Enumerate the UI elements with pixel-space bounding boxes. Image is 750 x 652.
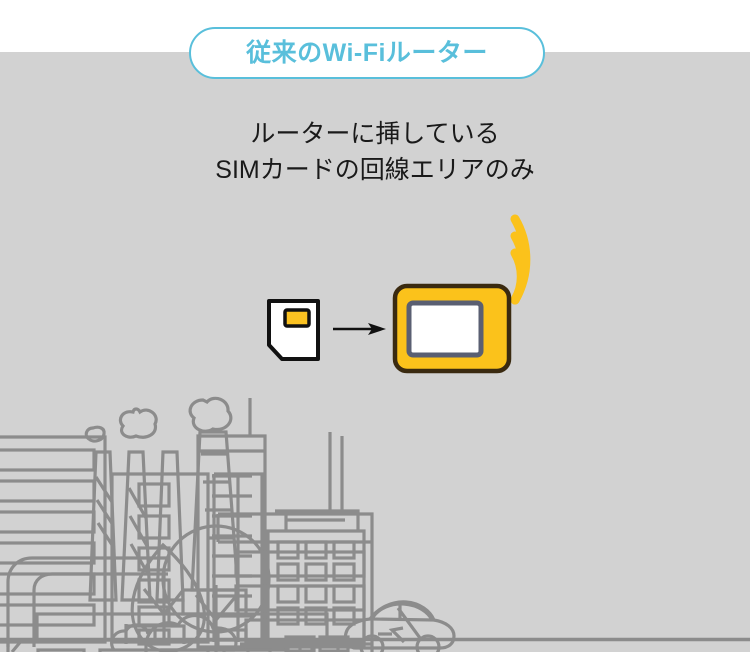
section-badge-label: 従来のWi-Fiルーター [246, 38, 488, 67]
description-text: ルーターに挿している SIMカードの回線エリアのみ [0, 116, 750, 188]
description-line-2: SIMカードの回線エリアのみ [215, 156, 535, 184]
section-badge: 従来のWi-Fiルーター [189, 27, 545, 79]
description-line-1: ルーターに挿している [250, 120, 500, 148]
router-screen [406, 300, 484, 358]
insert-arrow-icon [333, 323, 386, 335]
sim-chip-icon [283, 308, 311, 328]
wifi-router-icon [392, 283, 512, 374]
wifi-signal-icon [510, 214, 531, 305]
sim-card-icon [267, 299, 320, 361]
city-skyline [0, 396, 750, 652]
